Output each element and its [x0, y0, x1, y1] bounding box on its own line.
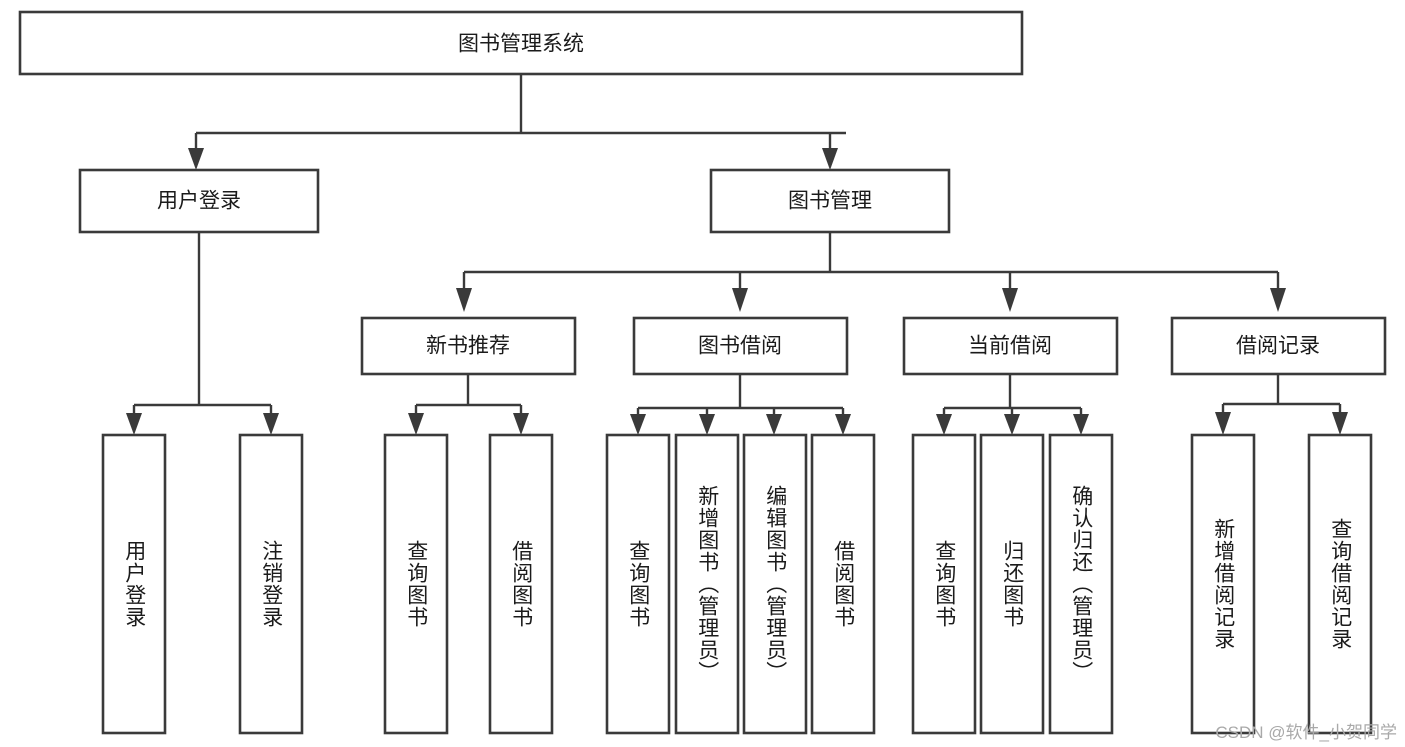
node-root-label: 图书管理系统: [458, 33, 584, 56]
node-leaf-borrow-book-a-box[interactable]: [488, 433, 554, 735]
connector-bookborrow-to-leaves: [630, 374, 851, 435]
node-leaf-query-book-b-box[interactable]: [605, 433, 671, 735]
node-leaf-edit-book-box[interactable]: [742, 433, 808, 735]
node-current-borrow-label: 当前借阅: [968, 335, 1052, 358]
node-new-book-rec-label: 新书推荐: [426, 335, 510, 358]
node-book-borrow-box[interactable]: [632, 316, 849, 376]
node-borrow-record-box[interactable]: [1170, 316, 1387, 376]
node-current-borrow-box[interactable]: [902, 316, 1119, 376]
node-leaf-query-book-a-box[interactable]: [383, 433, 449, 735]
node-root-box[interactable]: [18, 10, 1024, 76]
node-user-login-box[interactable]: [78, 168, 320, 234]
connector-root-to-level2: [188, 75, 846, 170]
node-leaf-logout-box[interactable]: [238, 433, 304, 735]
node-borrow-record-label: 借阅记录: [1236, 335, 1320, 358]
csdn-watermark: CSDN @软件_小贺同学: [1215, 723, 1397, 742]
node-leaf-query-book-c-box[interactable]: [911, 433, 977, 735]
node-new-book-rec-box[interactable]: [360, 316, 577, 376]
node-book-manage-label: 图书管理: [788, 190, 872, 213]
node-leaf-add-book-box[interactable]: [674, 433, 740, 735]
connector-newbook-to-leaves: [408, 374, 529, 435]
node-book-borrow-label: 图书借阅: [698, 335, 782, 358]
connector-bookmanage-to-level3: [456, 232, 1286, 312]
connector-currentborrow-to-leaves: [936, 374, 1089, 435]
node-leaf-query-record-box[interactable]: [1307, 433, 1373, 735]
node-leaf-confirm-return-box[interactable]: [1048, 433, 1114, 735]
node-leaf-borrow-book-b-box[interactable]: [810, 433, 876, 735]
node-leaf-return-book-box[interactable]: [979, 433, 1045, 735]
node-leaf-add-record-box[interactable]: [1190, 433, 1256, 735]
node-book-manage-box[interactable]: [709, 168, 951, 234]
connector-userlogin-to-leaves: [126, 232, 279, 435]
node-user-login-label: 用户登录: [157, 190, 241, 213]
connector-borrowrecord-to-leaves: [1215, 374, 1348, 435]
node-leaf-user-login-box[interactable]: [101, 433, 167, 735]
